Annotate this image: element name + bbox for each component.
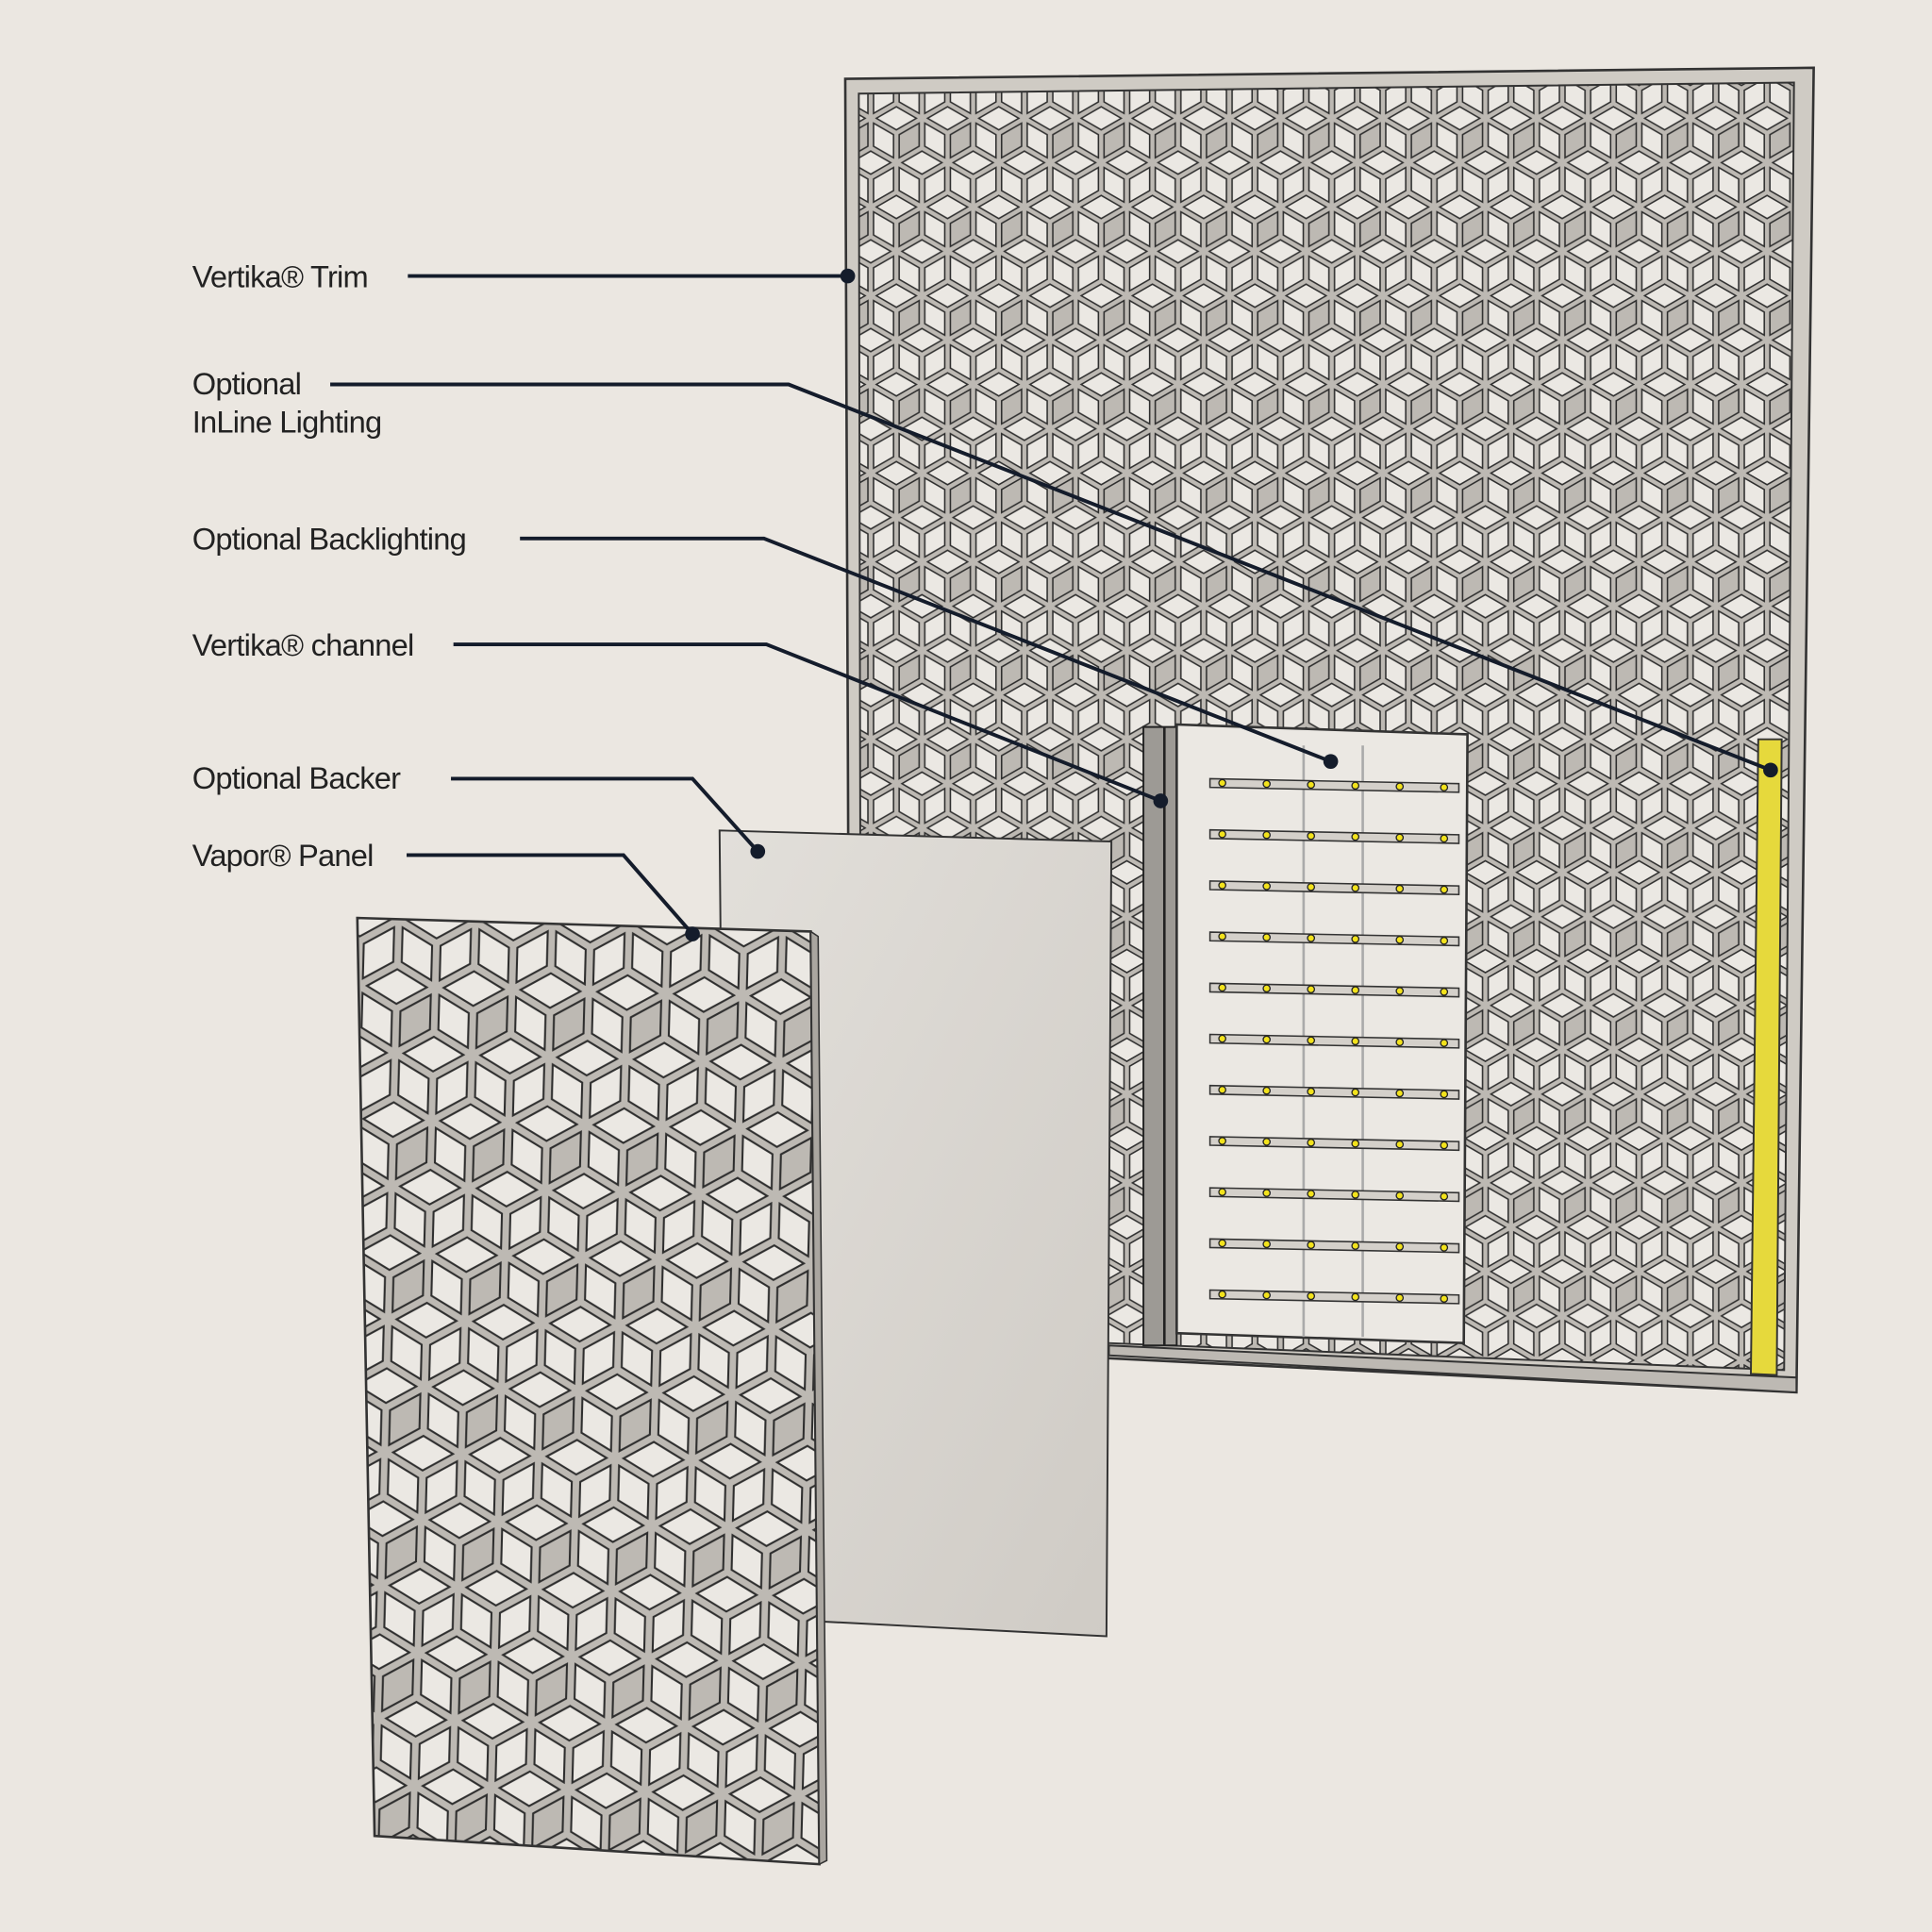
led-light [1351,1037,1360,1046]
leader-backer [451,776,759,853]
led-light [1440,1191,1449,1201]
vertika-channel [1142,725,1178,1347]
callout-dot-trim [840,268,856,284]
callout-dot-panel [685,926,700,941]
led-light [1262,984,1272,993]
led-light [1351,1139,1360,1148]
led-light [1262,1138,1272,1146]
label-inline-lighting-line1: Optional [192,366,301,401]
led-light [1218,778,1226,788]
led-light [1218,1034,1226,1043]
led-light [1218,983,1226,992]
led-light [1351,883,1360,892]
led-light [1440,1039,1449,1047]
led-light [1440,1243,1449,1252]
leader-backlighting [520,536,1332,764]
led-light [1307,985,1316,993]
led-light [1218,1290,1226,1299]
led-light [1351,781,1360,791]
label-vapor-panel: Vapor® Panel [192,838,374,873]
led-light [1440,988,1449,996]
led-light [1218,881,1226,890]
led-light [1262,882,1272,891]
led-light [1262,779,1272,789]
led-light [1262,933,1272,941]
led-light [1262,830,1272,840]
led-light [1440,834,1449,843]
label-inline-lighting-line2: InLine Lighting [192,404,382,439]
vapor-panel-edge [809,929,828,1866]
led-light [1395,1293,1405,1303]
led-light [1395,782,1405,791]
led-light [1218,1188,1226,1196]
led-light [1395,1242,1405,1251]
led-light [1351,1191,1360,1199]
led-light [1262,1189,1272,1197]
led-light [1307,1190,1316,1198]
vapor-panel [356,916,821,1866]
callout-dot-channel [1153,793,1169,808]
led-light [1351,832,1360,841]
led-light [1395,1191,1405,1200]
led-light [1307,1138,1316,1147]
led-light [1351,1292,1360,1302]
callout-dot-backer [750,843,766,859]
leader-inline-lighting [330,382,1772,773]
led-light [1262,1086,1272,1095]
led-light [1440,936,1449,945]
led-light [1440,1294,1449,1303]
led-light [1307,1291,1316,1301]
label-optional-backer: Optional Backer [192,760,401,795]
led-light [1395,935,1405,944]
led-light [1351,935,1360,943]
led-light [1351,1088,1360,1097]
inline-lighting-strip [1750,738,1783,1376]
label-optional-backlighting: Optional Backlighting [192,522,466,557]
led-light [1395,1089,1405,1098]
led-light [1395,987,1405,995]
led-light [1440,783,1449,791]
led-light [1440,1141,1449,1150]
led-light [1262,1291,1272,1300]
leader-channel [453,642,1162,803]
led-light [1218,1239,1226,1248]
label-vertika-trim: Vertika® Trim [192,258,368,293]
led-light [1440,885,1449,894]
led-light [1395,1038,1405,1047]
callouts: Vertika® Trim Optional InLine Lighting O… [192,258,1778,941]
led-light [1395,833,1405,842]
leader-panel [407,853,694,936]
led-light [1307,882,1316,891]
callout-dot-inline-lighting [1763,762,1778,778]
led-light [1307,1241,1316,1250]
led-light [1351,1241,1360,1250]
led-light [1307,780,1316,790]
led-strips [1208,777,1460,1305]
led-light [1307,934,1316,942]
led-light [1218,1137,1226,1145]
led-light [1307,831,1316,841]
led-light [1307,1036,1316,1045]
led-light [1262,1240,1272,1249]
led-light [1440,1090,1449,1099]
led-light [1218,932,1226,941]
led-light [1395,1140,1405,1149]
led-light [1218,829,1226,839]
led-light [1262,1035,1272,1044]
callout-dot-backlighting [1323,754,1339,770]
label-vertika-channel: Vertika® channel [192,627,414,662]
led-light [1395,884,1405,893]
led-light [1307,1087,1316,1096]
led-light [1351,986,1360,994]
led-light [1218,1085,1226,1094]
